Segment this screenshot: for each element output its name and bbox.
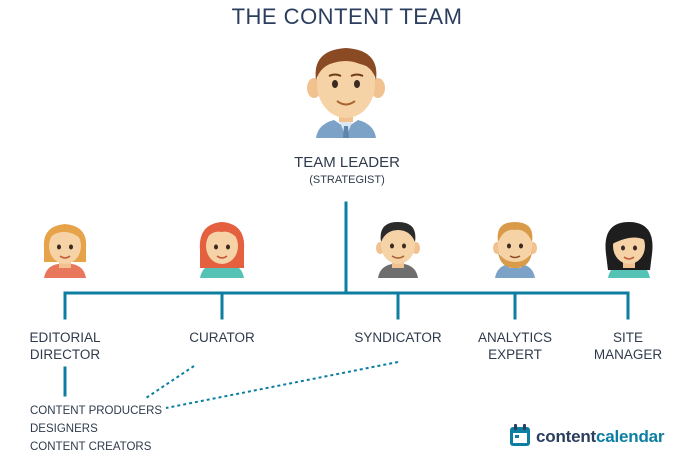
- role-label-line1: CURATOR: [189, 330, 255, 345]
- editorial-director-avatar: [43, 224, 87, 278]
- role-label-line2: MANAGER: [593, 347, 663, 362]
- sub-role-item: DESIGNERS: [30, 423, 98, 435]
- syndicator-to-producers: [165, 361, 399, 409]
- logo-text-part1: content: [536, 427, 596, 446]
- logo-text-part2: calendar: [595, 427, 665, 446]
- page-title: THE CONTENT TEAM: [231, 4, 463, 29]
- role-label-line1: SYNDICATOR: [354, 330, 442, 345]
- role-site-manager: SITE MANAGER: [573, 329, 683, 363]
- role-editorial-director: EDITORIAL DIRECTOR: [10, 329, 120, 363]
- logo-text: contentcalendar: [536, 427, 665, 447]
- role-curator: CURATOR: [167, 329, 277, 346]
- team-leader-sublabel: (STRATEGIST): [309, 174, 385, 186]
- analytics-expert-avatar: [493, 222, 537, 278]
- role-analytics-expert: ANALYTICS EXPERT: [460, 329, 570, 363]
- role-label-line1: EDITORIAL: [29, 330, 101, 345]
- role-label-line2: EXPERT: [488, 347, 542, 362]
- role-syndicator: SYNDICATOR: [343, 329, 453, 346]
- team-leader-label: TEAM LEADER: [294, 154, 400, 171]
- curator-avatar: [199, 222, 245, 278]
- dotted-links: [145, 361, 399, 409]
- sub-roles-list: CONTENT PRODUCERS DESIGNERS CONTENT CREA…: [30, 402, 162, 456]
- syndicator-avatar: [376, 222, 420, 278]
- role-label-line2: DIRECTOR: [29, 347, 101, 362]
- curator-to-producers: [145, 365, 195, 399]
- sub-role-item: CONTENT PRODUCERS: [30, 405, 163, 417]
- connector-lines: [63, 201, 630, 397]
- brand-logo: contentcalendar: [510, 424, 665, 450]
- role-label-line1: ANALYTICS: [477, 330, 553, 345]
- role-label-line1: SITE: [612, 330, 643, 345]
- calendar-icon: [510, 424, 530, 446]
- sub-role-item: CONTENT CREATORS: [30, 441, 152, 453]
- team-leader-avatar: [307, 48, 385, 138]
- site-manager-avatar: [605, 222, 653, 278]
